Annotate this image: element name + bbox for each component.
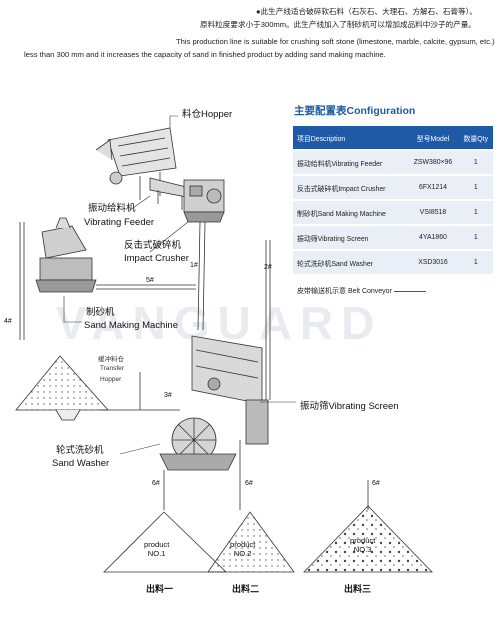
product-pile-1 [103,511,227,573]
product-3-label: product NO.3 [350,536,375,554]
intro-cn-line2: 原料粒度要求小于300mm。此生产线加入了制砂机可以增加成品料中沙子的产量。 [200,20,476,29]
cell-description: 振动给料机Vibrating Feeder [293,151,408,174]
cell-model: ZSW380×96 [407,151,459,174]
transfer-hopper-label-en1: Transfer [100,365,124,372]
cell-qty: 1 [458,201,493,224]
config-header-description: 项目Description [293,126,408,149]
config-header-model: 型号Model [407,126,459,149]
cell-qty: 1 [458,151,493,174]
table-row: 反击式破碎机Impact Crusher 6FX1214 1 [293,176,493,199]
product-2-no: NO.2 [233,549,252,558]
transfer-hopper-label-cn: 缓冲料仓 [98,356,124,363]
product-1-label: product NO.1 [144,540,169,558]
conveyor-num-6a: 6# [152,480,160,487]
cell-description: 轮式洗砂机Sand Washer [293,251,408,274]
conveyor-num-6b: 6# [245,480,253,487]
table-row: 振动筛Vibrating Screen 4YA1860 1 [293,226,493,249]
conveyor-1 [197,221,206,331]
conveyor-num-6c: 6# [372,480,380,487]
config-header-qty: 数量Qty [458,126,493,149]
hopper-machine [95,127,177,200]
vibrating-screen-machine [191,335,269,445]
impact-crusher-label-cn: 反击式破碎机 [124,240,182,251]
product-3-no: NO.3 [353,545,372,554]
cell-description: 制砂机Sand Making Machine [293,201,408,224]
cell-qty: 1 [458,251,493,274]
config-title: 主要配置表Configuration [294,105,416,117]
cell-qty: 1 [458,226,493,249]
product-2-label: product NO.2 [230,540,255,558]
output-2: 出料二 [232,584,260,594]
product-pile-3 [303,505,433,573]
product-1-name: product [144,540,170,549]
sand-making-label-cn: 制砂机 [86,307,115,318]
belt-conveyor-label: 皮带输送机示意 Belt Conveyor [297,288,392,295]
sand-making-label-en: Sand Making Machine [84,320,178,331]
conveyor-num-1: 1# [190,262,198,269]
conveyor-num-5: 5# [146,277,154,284]
table-row: 振动给料机Vibrating Feeder ZSW380×96 1 [293,151,493,174]
product-1-no: NO.1 [147,549,166,558]
belt-conveyor-line [393,290,426,292]
cell-model: VSI8518 [407,201,459,224]
cell-description: 反击式破碎机Impact Crusher [293,176,408,199]
product-2-name: product [230,540,256,549]
cell-description: 振动筛Vibrating Screen [293,226,408,249]
intro-en-line2: less than 300 mm and it increases the ca… [24,50,386,59]
config-table: 项目Description 型号Model 数量Qty 振动给料机Vibrati… [293,124,493,276]
cell-model: 6FX1214 [407,176,459,199]
transfer-hopper-label-en2: Hopper [100,376,122,383]
label-pointers [63,115,296,455]
intro-cn-line1: ●此生产线适合破碎软石料（石灰石、大理石、方解石、石膏等）。 [256,7,478,16]
cell-model: 4YA1860 [407,226,459,249]
conveyor-num-4: 4# [4,318,12,325]
sand-washer-label-en: Sand Washer [52,458,110,469]
hopper-label: 料仓Hopper [182,109,233,120]
vibrating-feeder-label-cn: 振动给料机 [88,203,136,214]
output-3: 出料三 [344,584,372,594]
belt-conveyor-legend: 皮带输送机示意 Belt Conveyor [297,286,426,296]
transfer-hopper-drawing [15,355,109,421]
sand-washer-machine [159,417,237,471]
vibrating-feeder-label-en: Vibrating Feeder [84,217,155,228]
output-1: 出料一 [146,584,174,594]
intro-en-line1: This production line is suitable for cru… [176,37,495,46]
product-3-name: product [350,536,376,545]
table-row: 轮式洗砂机Sand Washer XSD3016 1 [293,251,493,274]
impact-crusher-machine [183,179,225,223]
conveyor-num-2: 2# [264,264,272,271]
product-pile-2 [207,511,295,573]
impact-crusher-label-en: Impact Crusher [124,253,189,264]
sand-making-machine-drawing [35,217,97,293]
conveyor-num-3: 3# [164,392,172,399]
cell-model: XSD3016 [407,251,459,274]
cell-qty: 1 [458,176,493,199]
table-row: 制砂机Sand Making Machine VSI8518 1 [293,201,493,224]
sand-washer-label-cn: 轮式洗砂机 [56,445,104,456]
vibrating-screen-label: 振动筛Vibrating Screen [300,401,399,412]
config-header-row: 项目Description 型号Model 数量Qty [293,126,493,149]
